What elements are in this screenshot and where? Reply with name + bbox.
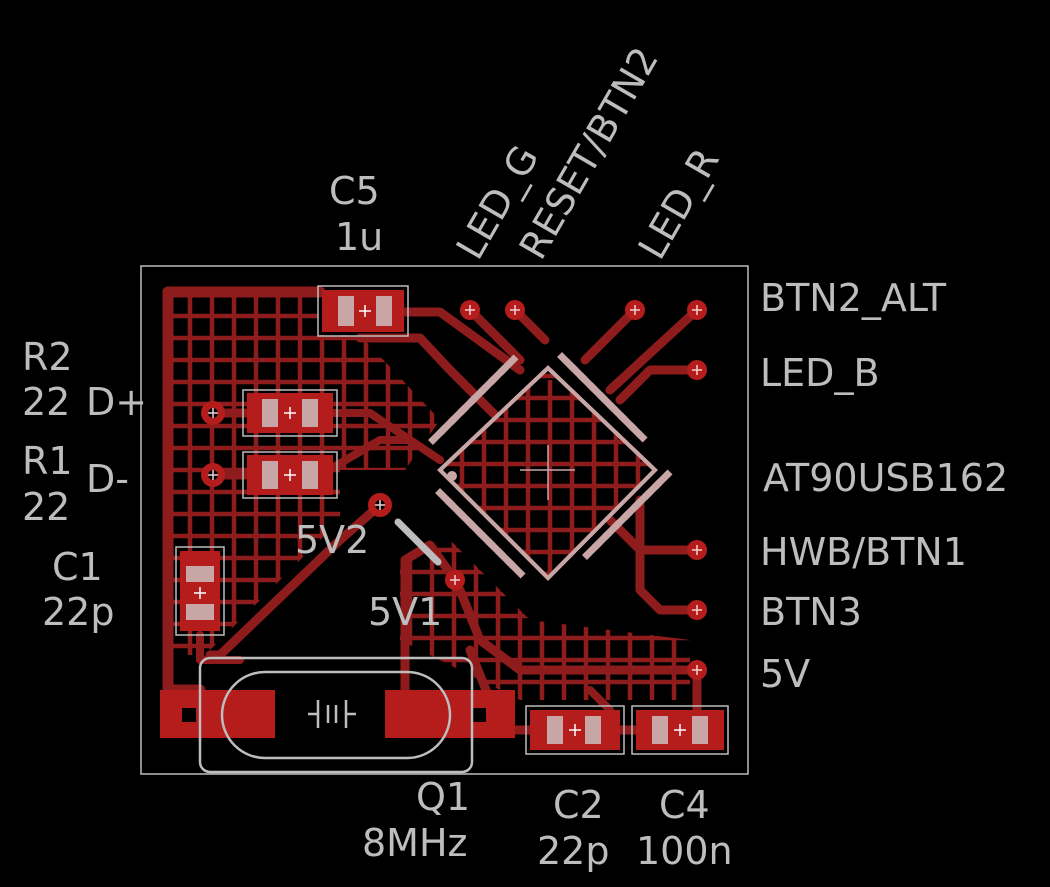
- c1-ref: C1: [52, 545, 103, 589]
- via-5v1: [445, 570, 465, 590]
- ic-at90usb162: [428, 352, 673, 581]
- q1-value: 8MHz: [362, 821, 467, 865]
- c2-value: 22p: [537, 829, 609, 873]
- via-dplus: [201, 401, 225, 425]
- 5v2-label: 5V2: [295, 518, 369, 562]
- board-outline: [140, 265, 749, 775]
- r1-footprint: [242, 451, 338, 499]
- jumper-5v-bar: [394, 518, 442, 566]
- via-dminus: [201, 463, 225, 487]
- via-led-b: [687, 360, 707, 380]
- r1-ref: R1: [22, 439, 73, 483]
- via-btn2-alt: [687, 300, 707, 320]
- c5-footprint: [317, 285, 409, 337]
- dplus-label: D+: [86, 380, 147, 424]
- via-5v2: [368, 493, 392, 517]
- dminus-label: D-: [86, 457, 129, 501]
- c4-footprint: [631, 705, 729, 755]
- c2-footprint: [525, 705, 625, 755]
- q1-footprint: [160, 656, 515, 774]
- ic-pins: [428, 352, 673, 579]
- c4-value: 100n: [636, 829, 733, 873]
- via-led-r: [625, 300, 645, 320]
- r2-ref: R2: [22, 335, 73, 379]
- c1-footprint: [175, 546, 225, 636]
- r2-footprint: [242, 389, 338, 437]
- c2-ref: C2: [553, 783, 604, 827]
- c4-ref: C4: [659, 783, 710, 827]
- via-btn3: [687, 600, 707, 620]
- ic-center-mark: [520, 445, 575, 500]
- btn2-alt-label: BTN2_ALT: [760, 276, 947, 320]
- led-r-label: LED_R: [630, 141, 728, 267]
- ic-pin1-dot: [447, 471, 457, 481]
- led-b-label: LED_B: [760, 351, 880, 395]
- btn3-label: BTN3: [760, 590, 862, 634]
- r2-value: 22: [22, 380, 70, 424]
- 5v-label: 5V: [760, 652, 810, 696]
- 5v1-label: 5V1: [368, 590, 442, 634]
- ic-name-label: AT90USB162: [763, 456, 1008, 500]
- q1-ref: Q1: [416, 775, 470, 819]
- via-led-g: [460, 300, 480, 320]
- c5-ref: C5: [329, 169, 380, 213]
- via-reset-btn2: [505, 300, 525, 320]
- copper-traces: [162, 286, 702, 735]
- vias: [201, 300, 707, 680]
- via-hwb-btn1: [687, 540, 707, 560]
- r1-value: 22: [22, 485, 70, 529]
- hwb-btn1-label: HWB/BTN1: [760, 530, 967, 574]
- via-5v: [687, 660, 707, 680]
- c5-value: 1u: [335, 215, 383, 259]
- c1-value: 22p: [42, 590, 114, 634]
